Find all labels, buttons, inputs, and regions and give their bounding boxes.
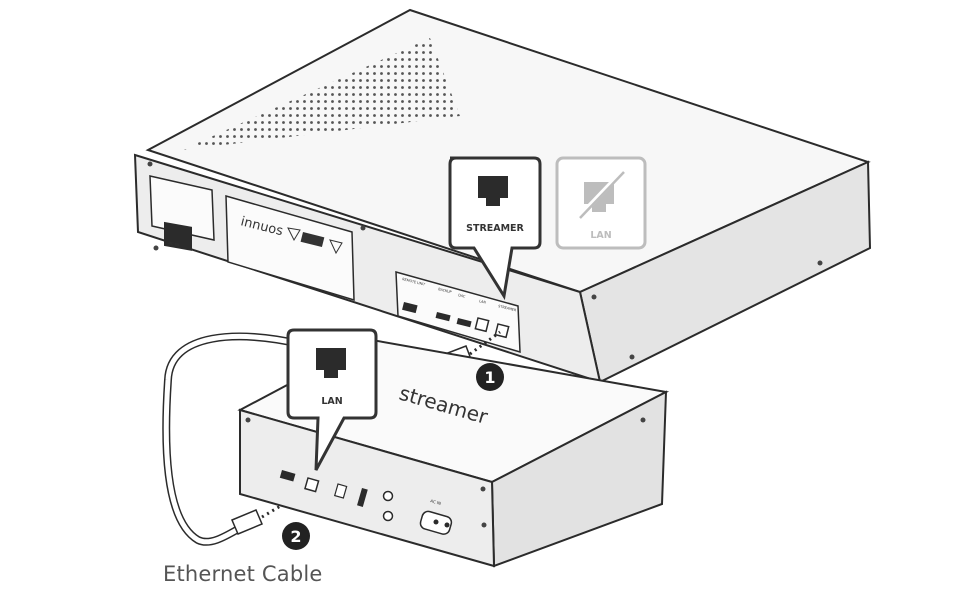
lan-port bbox=[474, 317, 490, 333]
main-power-label: AC IN bbox=[168, 240, 180, 247]
screw bbox=[817, 260, 823, 266]
warning-icon bbox=[329, 239, 343, 255]
screw bbox=[147, 161, 153, 167]
cable-plug-streamer bbox=[231, 509, 263, 535]
streamer-usb-port bbox=[279, 470, 296, 482]
screw bbox=[481, 522, 487, 528]
inlet-pin bbox=[444, 522, 450, 528]
disabled-slash-gap bbox=[576, 170, 624, 220]
optical-port bbox=[333, 483, 348, 499]
port-label-streamer: STREAMER bbox=[498, 304, 518, 313]
callout-streamer-lan-label: LAN bbox=[321, 396, 342, 407]
ports-plate bbox=[395, 270, 521, 354]
hdmi-port bbox=[402, 302, 418, 314]
streamer-port bbox=[494, 323, 510, 339]
screw bbox=[360, 225, 366, 231]
disabled-slash bbox=[579, 171, 625, 219]
callout-lan-disabled-label: LAN bbox=[590, 230, 611, 241]
ethernet-port-icon bbox=[316, 348, 346, 378]
inlet-pin bbox=[433, 519, 439, 525]
warning-text-block bbox=[300, 232, 325, 248]
usb-port bbox=[435, 312, 451, 322]
port-label-dac: DAC bbox=[458, 293, 467, 299]
screw bbox=[153, 245, 159, 251]
screw bbox=[629, 354, 635, 360]
vertical-port bbox=[357, 488, 368, 507]
screw bbox=[245, 417, 251, 423]
usb-port bbox=[456, 318, 472, 328]
warning-icon bbox=[287, 227, 301, 242]
label-plate bbox=[225, 194, 355, 302]
ethernet-port-icon bbox=[478, 176, 508, 206]
power-inlet-socket bbox=[164, 221, 192, 251]
callout-lan-disabled: LAN bbox=[555, 156, 647, 250]
screw bbox=[480, 486, 486, 492]
step-number-2: 2 bbox=[290, 527, 301, 546]
rca-port bbox=[382, 510, 394, 522]
callout-streamer-port: STREAMER bbox=[448, 156, 542, 301]
screw bbox=[640, 417, 646, 423]
connection-guide-1 bbox=[469, 330, 501, 356]
step-badge-2: 2 bbox=[282, 522, 310, 550]
rca-port bbox=[382, 490, 394, 502]
main-unit: AC IN innuos REMOTE UNIT BACKUP DAC LAN … bbox=[133, 8, 872, 384]
step-badge-1: 1 bbox=[476, 363, 504, 391]
streamer-lan-port bbox=[304, 477, 320, 493]
callout-streamer-lan: LAN bbox=[286, 328, 378, 471]
vent-grille bbox=[182, 38, 460, 150]
port-label-backup: BACKUP bbox=[438, 287, 452, 294]
callout-streamer-label: STREAMER bbox=[466, 223, 524, 234]
screw bbox=[591, 294, 597, 300]
streamer-power-label: AC IN bbox=[430, 498, 442, 506]
port-label-remote: REMOTE UNIT bbox=[402, 277, 427, 287]
ethernet-cable-caption: Ethernet Cable bbox=[163, 562, 323, 586]
port-label-lan: LAN bbox=[479, 299, 487, 305]
step-number-1: 1 bbox=[484, 368, 495, 387]
